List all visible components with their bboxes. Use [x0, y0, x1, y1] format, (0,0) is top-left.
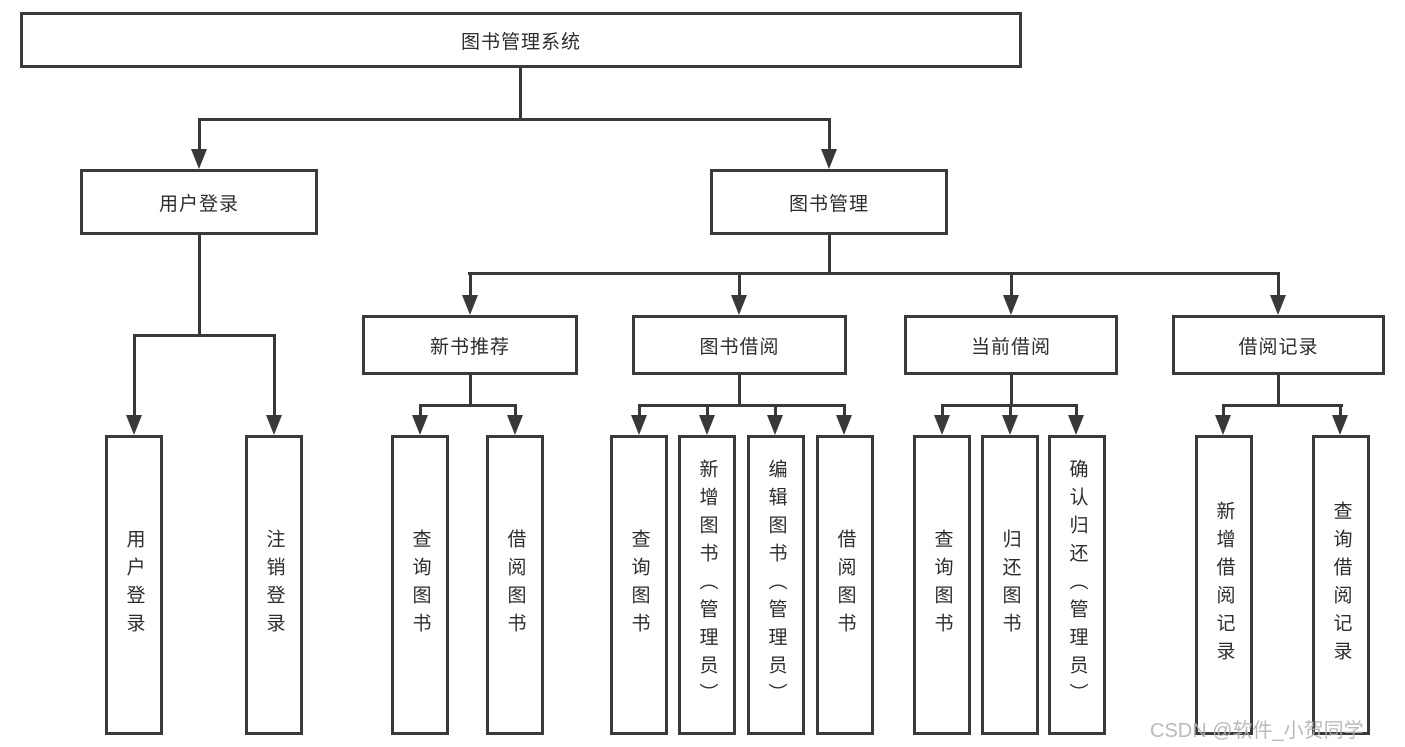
- connector-line: [638, 404, 641, 417]
- arrow-down-icon: [266, 415, 282, 435]
- arrow-down-icon: [767, 415, 783, 435]
- leaf-query-books-1: 查询图书: [391, 435, 449, 735]
- leaf-add-borrow-record: 新增借阅记录: [1195, 435, 1253, 735]
- arrow-down-icon: [1002, 415, 1018, 435]
- node-current-borrow: 当前借阅: [904, 315, 1118, 375]
- arrow-down-icon: [1003, 295, 1019, 315]
- leaf-borrow-books-1: 借阅图书: [486, 435, 544, 735]
- connector-line: [1339, 404, 1342, 417]
- connector-line: [198, 235, 201, 337]
- arrow-down-icon: [836, 415, 852, 435]
- leaf-user-login: 用户登录: [105, 435, 163, 735]
- connector-line: [738, 272, 741, 297]
- arrow-down-icon: [934, 415, 950, 435]
- node-new-books-label: 新书推荐: [429, 336, 510, 358]
- connector-line: [419, 404, 517, 407]
- leaf-label: 编辑图书（管理员）: [765, 459, 787, 711]
- connector-line: [519, 66, 522, 121]
- leaf-label: 查询借阅记录: [1330, 501, 1352, 669]
- connector-line: [1277, 272, 1280, 297]
- connector-line: [1010, 375, 1013, 407]
- connector-line: [828, 235, 831, 275]
- leaf-label: 新增图书（管理员）: [696, 459, 718, 711]
- arrow-down-icon: [1215, 415, 1231, 435]
- connector-line: [133, 334, 136, 417]
- connector-line: [514, 404, 517, 417]
- node-user-login: 用户登录: [80, 169, 318, 235]
- leaf-label: 用户登录: [123, 529, 145, 641]
- connector-line: [941, 404, 944, 417]
- watermark: CSDN @软件_小贺同学: [1150, 720, 1364, 742]
- node-borrow-records: 借阅记录: [1172, 315, 1385, 375]
- leaf-label: 借阅图书: [834, 529, 856, 641]
- connector-line: [273, 334, 276, 417]
- node-root: 图书管理系统: [20, 12, 1022, 68]
- node-book-borrow-label: 图书借阅: [699, 336, 780, 358]
- node-current-borrow-label: 当前借阅: [970, 336, 1051, 358]
- connector-line: [469, 375, 472, 407]
- leaf-edit-books-admin: 编辑图书（管理员）: [747, 435, 805, 735]
- leaf-label: 查询图书: [628, 529, 650, 641]
- connector-line: [1222, 404, 1225, 417]
- leaf-label: 借阅图书: [504, 529, 526, 641]
- arrow-down-icon: [1332, 415, 1348, 435]
- leaf-borrow-books-2: 借阅图书: [816, 435, 874, 735]
- arrow-down-icon: [126, 415, 142, 435]
- leaf-label: 新增借阅记录: [1213, 501, 1235, 669]
- arrow-down-icon: [412, 415, 428, 435]
- node-root-label: 图书管理系统: [460, 31, 581, 53]
- arrow-down-icon: [462, 295, 478, 315]
- connector-line: [198, 118, 201, 151]
- node-book-mgmt: 图书管理: [710, 169, 948, 235]
- arrow-down-icon: [731, 295, 747, 315]
- connector-line: [1223, 404, 1343, 407]
- leaf-add-books-admin: 新增图书（管理员）: [678, 435, 736, 735]
- leaf-label: 确认归还（管理员）: [1066, 459, 1088, 711]
- connector-line: [1075, 404, 1078, 417]
- connector-line: [1009, 404, 1012, 417]
- connector-line: [638, 404, 846, 407]
- connector-line: [198, 118, 831, 121]
- connector-line: [468, 272, 1280, 275]
- node-book-mgmt-label: 图书管理: [788, 193, 869, 215]
- connector-line: [738, 375, 741, 407]
- arrow-down-icon: [191, 149, 207, 169]
- leaf-query-books-3: 查询图书: [913, 435, 971, 735]
- arrow-down-icon: [631, 415, 647, 435]
- connector-line: [419, 404, 422, 417]
- leaf-label: 查询图书: [409, 529, 431, 641]
- node-book-borrow: 图书借阅: [632, 315, 847, 375]
- arrow-down-icon: [1270, 295, 1286, 315]
- arrow-down-icon: [1068, 415, 1084, 435]
- leaf-query-borrow-record: 查询借阅记录: [1312, 435, 1370, 735]
- leaf-logout: 注销登录: [245, 435, 303, 735]
- connector-line: [843, 404, 846, 417]
- connector-line: [1010, 272, 1013, 297]
- connector-line: [133, 334, 276, 337]
- connector-line: [706, 404, 709, 417]
- connector-line: [828, 118, 831, 151]
- leaf-query-books-2: 查询图书: [610, 435, 668, 735]
- node-user-login-label: 用户登录: [158, 193, 239, 215]
- node-new-books: 新书推荐: [362, 315, 578, 375]
- leaf-label: 注销登录: [263, 529, 285, 641]
- connector-line: [774, 404, 777, 417]
- arrow-down-icon: [821, 149, 837, 169]
- connector-line: [1277, 375, 1280, 407]
- leaf-confirm-return-admin: 确认归还（管理员）: [1048, 435, 1106, 735]
- connector-line: [469, 272, 472, 297]
- arrow-down-icon: [507, 415, 523, 435]
- leaf-return-books: 归还图书: [981, 435, 1039, 735]
- node-borrow-records-label: 借阅记录: [1238, 336, 1319, 358]
- leaf-label: 查询图书: [931, 529, 953, 641]
- leaf-label: 归还图书: [999, 529, 1021, 641]
- arrow-down-icon: [699, 415, 715, 435]
